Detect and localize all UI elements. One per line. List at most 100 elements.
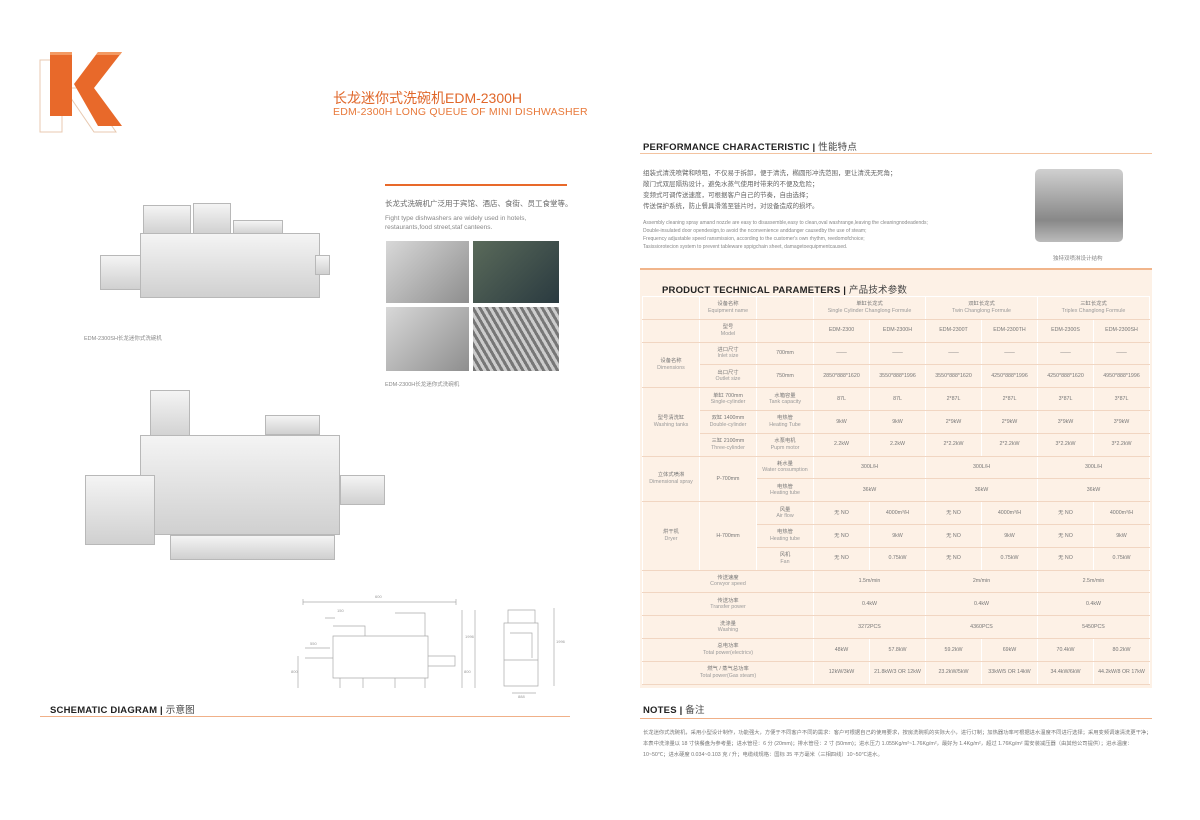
value-cell: 2*87L <box>981 387 1038 411</box>
item-label-en: Outlet size <box>715 376 741 383</box>
value-cell: 300L/H <box>1037 455 1150 480</box>
spec-label-zh: 电热管 <box>777 483 793 490</box>
spec-label-en: Heating tube <box>769 535 801 542</box>
dim-depth: 888 <box>518 694 525 698</box>
intro-divider <box>385 184 567 186</box>
performance-heading: PERFORMANCE CHARACTERISTIC | 性能特点 <box>643 142 858 153</box>
value-cell: 23.2kW/5kW <box>925 660 982 685</box>
value-cell: 87L <box>813 387 870 411</box>
spec-label: 750mm <box>756 364 814 389</box>
value-cell: —— <box>1037 341 1094 366</box>
value-cell: EDM-2300 <box>813 318 870 343</box>
value-cell: 300L/H <box>813 455 926 480</box>
item-label-en: Three-cylinder <box>711 444 745 451</box>
spec-label-en: Water consumption <box>762 467 808 474</box>
spec-label-en: Pupm motor <box>770 444 800 451</box>
photo-spray-structure <box>1034 168 1124 243</box>
value-cell: 无 NO <box>813 501 870 525</box>
row-label-zh: 洗涤量 <box>720 620 736 627</box>
value-cell: 36kW <box>813 478 926 503</box>
value-cell: EDM-2300SH <box>1093 318 1150 343</box>
value-cell: 3550*888*1620 <box>925 364 982 389</box>
parameters-heading: PRODUCT TECHNICAL PARAMETERS | 产品技术参数 <box>662 285 908 296</box>
intro-text-en: Fight type dishwashers are widely used i… <box>385 215 527 231</box>
row-label-en: Washing <box>717 627 739 634</box>
value-cell: 9kW <box>869 523 926 548</box>
item-label: P-700mm <box>699 455 757 503</box>
spec-label-en: Tank capacity <box>768 399 802 406</box>
value-cell: 0.75kW <box>1093 546 1150 571</box>
item-label-zh: P-700mm <box>716 475 740 482</box>
spec-label-en: Heating Tube <box>769 421 801 428</box>
group-label-en: Dimensions <box>657 364 685 371</box>
value-cell: 3*2.2kW <box>1093 432 1150 457</box>
spec-label-zh: 风量 <box>779 506 791 513</box>
spec-label-zh: 水泵电机 <box>774 438 796 445</box>
value-cell: 9kW <box>869 409 926 434</box>
value-cell-en: Twin Changlong Formule <box>952 307 1011 314</box>
group-label-en: Washing tanks <box>653 421 689 428</box>
value-cell: —— <box>813 341 870 366</box>
item-label-en: Inlet size <box>717 353 739 360</box>
caption-inner-photo: 独特双喷淋设计结构 <box>1053 256 1103 262</box>
spec-label-en: Air flow <box>776 513 794 520</box>
spec-label-en: Heating tube <box>769 490 801 497</box>
value-cell: 3272PCS <box>813 615 926 639</box>
value-cell: 无 NO <box>813 523 870 548</box>
value-cell: 无 NO <box>925 501 982 525</box>
item-label-zh: 出口尺寸 <box>717 369 739 376</box>
value-cell: 2*87L <box>925 387 982 411</box>
value-cell: 87L <box>869 387 926 411</box>
row-label-zh: 燃气 / 蒸气总功率 <box>707 666 749 673</box>
group-label <box>642 296 700 320</box>
photo-control-panel <box>472 240 560 304</box>
value-cell: 0.75kW <box>869 546 926 571</box>
value-cell: 2*9kW <box>981 409 1038 434</box>
value-cell: 无 NO <box>1037 523 1094 548</box>
item-label-zh: 双缸 1400mm <box>711 415 745 422</box>
value-cell: 48kW <box>813 637 870 662</box>
value-cell-zh: 三缸长龙式 <box>1080 301 1107 308</box>
value-cell: 0.75kW <box>981 546 1038 571</box>
value-cell-en: Triplex Changlong Formule <box>1061 307 1126 314</box>
value-cell: —— <box>981 341 1038 366</box>
value-cell: 3550*888*1996 <box>869 364 926 389</box>
item-label-zh: 三缸 2100mm <box>711 438 745 445</box>
schematic-heading: SCHEMATIC DIAGRAM | 示意图 <box>50 705 195 716</box>
row-label-zh: 传送功率 <box>717 597 739 604</box>
photo-door-handle <box>385 240 470 304</box>
group-label-zh: 烘干机 <box>663 529 679 536</box>
value-cell: 2*2.2kW <box>925 432 982 457</box>
spec-label-zh: 耗水量 <box>777 461 793 468</box>
value-cell: 3*9kW <box>1037 409 1094 434</box>
value-cell: EDM-2300T <box>925 318 982 343</box>
value-cell: 4000m³/H <box>1093 501 1150 525</box>
value-cell: 无 NO <box>1037 546 1094 571</box>
group-label-en: Dimensional spray <box>649 478 693 485</box>
row-label-en: Total power(electricv) <box>702 649 754 656</box>
